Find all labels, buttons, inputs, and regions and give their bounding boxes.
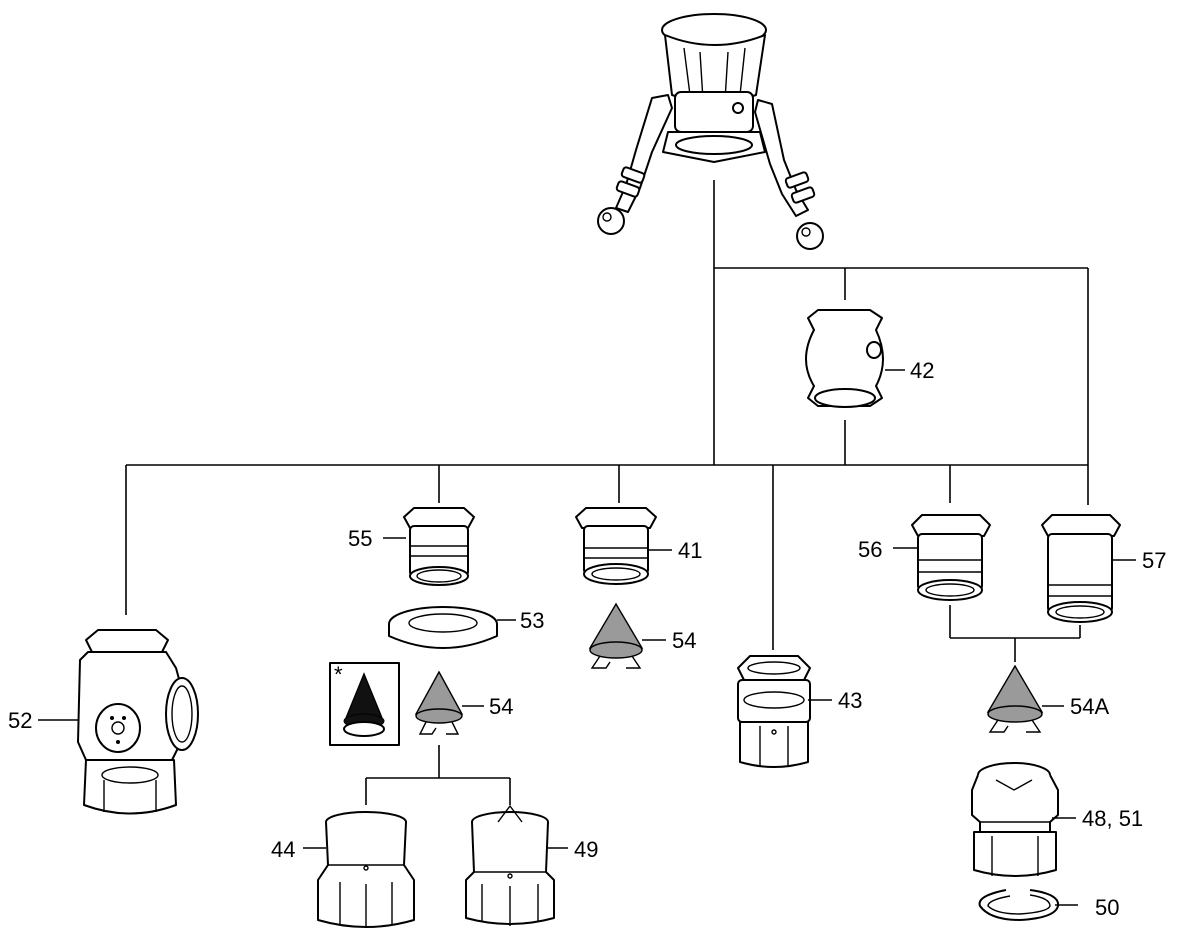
label-44: 44 bbox=[271, 837, 295, 862]
part-54a-strainer: 54A bbox=[986, 664, 1109, 733]
label-56: 56 bbox=[858, 537, 882, 562]
part-55-adapter: 55 bbox=[348, 507, 475, 586]
part-53-ring: 53 bbox=[388, 606, 544, 649]
part-42-extension: 42 bbox=[805, 309, 934, 408]
label-50: 50 bbox=[1095, 895, 1119, 920]
part-52-valve-body: 52 bbox=[8, 629, 199, 815]
part-54-strainer-mid: 54 bbox=[588, 602, 696, 669]
label-42: 42 bbox=[910, 358, 934, 383]
main-monitor-body bbox=[597, 13, 824, 250]
label-57: 57 bbox=[1142, 548, 1166, 573]
part-50-snap-ring: 50 bbox=[978, 889, 1119, 921]
part-48-51-nozzle: 48, 51 bbox=[971, 762, 1143, 877]
label-53: 53 bbox=[520, 608, 544, 633]
label-41: 41 bbox=[678, 538, 702, 563]
label-48-51: 48, 51 bbox=[1082, 806, 1143, 831]
label-55: 55 bbox=[348, 526, 372, 551]
part-49-nozzle: 49 bbox=[465, 804, 598, 926]
part-54-strainer-left: 54 bbox=[414, 670, 513, 735]
label-54a: 54A bbox=[1070, 694, 1109, 719]
label-49: 49 bbox=[574, 837, 598, 862]
part-57-extension: 57 bbox=[1041, 514, 1166, 623]
star-note: * bbox=[334, 662, 343, 687]
part-41-adapter: 41 bbox=[575, 507, 702, 585]
label-54-mid: 54 bbox=[672, 628, 696, 653]
label-52: 52 bbox=[8, 708, 32, 733]
label-54-left: 54 bbox=[489, 694, 513, 719]
part-56-adapter: 56 bbox=[858, 514, 991, 601]
connector-lines bbox=[125, 180, 1089, 805]
part-43-adapter: 43 bbox=[737, 655, 862, 768]
part-44-nozzle: 44 bbox=[271, 811, 415, 928]
label-43: 43 bbox=[838, 688, 862, 713]
inset-strainer-note: * bbox=[329, 662, 400, 746]
